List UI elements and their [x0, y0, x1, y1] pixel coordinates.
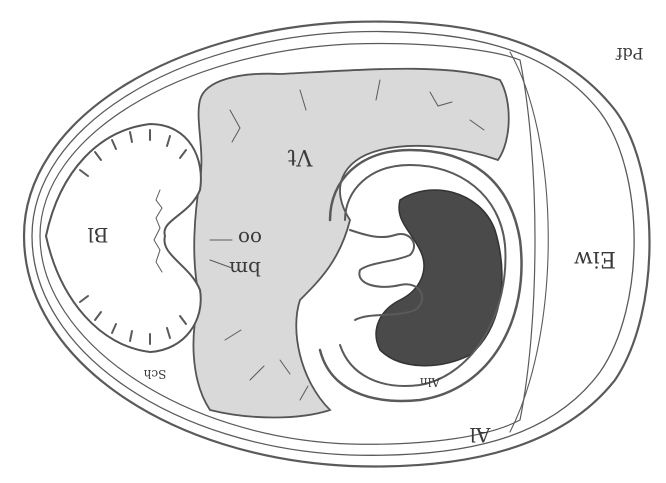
label-allantois-faint: Aln [420, 375, 442, 389]
albumen-boundary [510, 52, 548, 432]
label-oo: oo [238, 227, 262, 251]
label-bm: bm [229, 257, 261, 281]
label-eiw: Eiw [574, 246, 616, 271]
label-shell-faint: Sch [143, 367, 166, 381]
label-vt: Vt [287, 144, 313, 169]
label-top-right-faint: Pdf [615, 44, 643, 63]
label-bl: Bl [87, 223, 108, 247]
label-al: Al [470, 423, 492, 447]
